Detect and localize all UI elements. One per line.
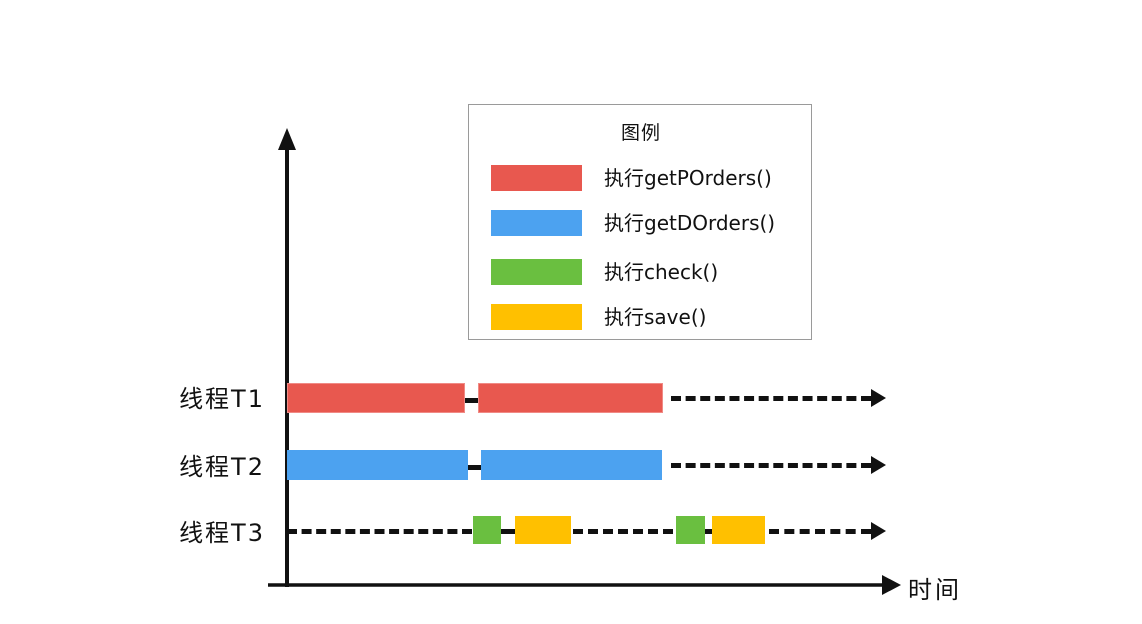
t2-gap-dash-1 [468,465,481,470]
t3-bar-check-1[interactable] [473,516,501,544]
thread-label-t1: 线程T1 [179,385,265,413]
legend-swatch-yellow [491,304,582,330]
legend-box: 图例 执行getPOrders() 执行getDOrders() 执行check… [468,104,812,340]
legend-title: 图例 [620,122,661,144]
t3-gap-dash-1 [501,529,515,534]
t3-idle-dash-3 [769,529,871,534]
x-axis-arrowhead [882,575,901,595]
t3-arrowhead [871,522,886,540]
t3-bar-save-2[interactable] [712,516,765,544]
legend-item-save[interactable]: 执行save() [491,302,813,332]
legend-label-getporders: 执行getPOrders() [604,166,772,190]
t2-arrowhead [871,456,886,474]
t3-bar-save-1[interactable] [515,516,571,544]
y-axis-arrowhead [278,128,296,150]
t1-idle-dash [671,396,871,401]
legend-label-check: 执行check() [604,260,719,284]
legend-swatch-blue [491,210,582,236]
t2-bar-getdorders-2[interactable] [481,450,662,480]
t3-gap-dash-2 [705,529,712,534]
x-axis-label: 时间 [908,576,962,604]
t3-idle-dash-2 [573,529,673,534]
legend-item-getdorders[interactable]: 执行getDOrders() [491,208,813,238]
legend-swatch-red [491,165,582,191]
t3-bar-check-2[interactable] [676,516,705,544]
t1-bar-getporders-1[interactable] [287,383,465,413]
t1-bar-getporders-2[interactable] [478,383,663,413]
legend-swatch-green [491,259,582,285]
legend-item-check[interactable]: 执行check() [491,257,813,287]
thread-label-t3: 线程T3 [179,519,265,547]
t1-arrowhead [871,389,886,407]
legend-item-getporders[interactable]: 执行getPOrders() [491,163,813,193]
t3-idle-dash-1 [287,529,472,534]
t2-bar-getdorders-1[interactable] [287,450,468,480]
thread-label-t2: 线程T2 [179,453,265,481]
t2-idle-dash [671,463,871,468]
t1-gap-dash-1 [465,398,478,403]
legend-label-save: 执行save() [604,305,707,329]
legend-label-getdorders: 执行getDOrders() [604,211,776,235]
